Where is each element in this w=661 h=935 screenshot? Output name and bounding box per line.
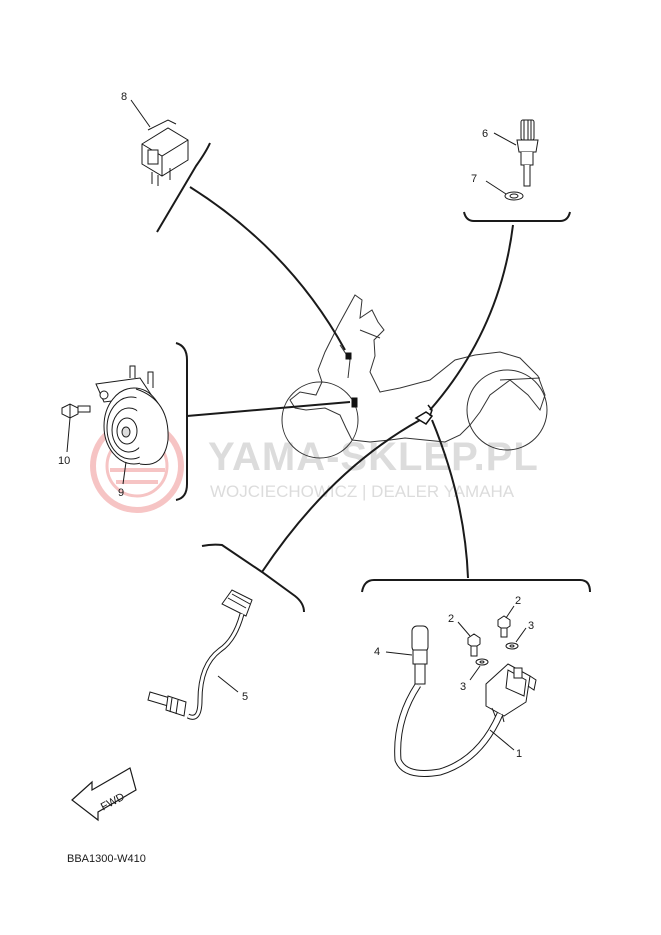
watermark-subtitle: WOJCIECHOWICZ | DEALER YAMAHA	[210, 482, 515, 501]
temp-sensor-part	[516, 119, 539, 187]
part-label-1: 1	[516, 748, 522, 760]
box-ignition-coil	[361, 579, 591, 593]
part-label-9: 9	[118, 487, 124, 499]
leader-ignition-coil	[431, 419, 469, 579]
part-label-4: 4	[374, 646, 380, 658]
part-label-3b: 3	[460, 681, 466, 693]
chassis-markers	[345, 352, 434, 425]
part-label-5: 5	[242, 691, 248, 703]
part-labels: 8 6 7 9 10 5 4 2 2 3 3 1	[58, 91, 534, 760]
part-label-10: 10	[58, 455, 70, 467]
motorcycle-outline	[281, 294, 548, 459]
part-label-6: 6	[482, 128, 488, 140]
box-switch	[201, 543, 305, 613]
marker-horn	[351, 397, 358, 408]
washer-parts	[475, 642, 519, 666]
leader-temp-sensor	[429, 224, 514, 411]
callout-pointers	[66, 99, 527, 751]
box-relay	[156, 142, 211, 233]
part-label-7: 7	[471, 173, 477, 185]
plug-cap-part	[411, 625, 429, 685]
part-label-2a: 2	[448, 613, 454, 625]
callout-boxes	[156, 142, 591, 613]
part-label-3a: 3	[528, 620, 534, 632]
bolt-part	[61, 403, 91, 419]
box-horn	[175, 342, 188, 501]
screw-parts	[467, 615, 511, 657]
part-label-8: 8	[121, 91, 127, 103]
diagram-code: BBA1300-W410	[67, 853, 146, 865]
leader-lines	[186, 186, 514, 579]
leader-switch	[261, 419, 421, 573]
ignition-coil-part	[394, 663, 537, 777]
leader-horn	[186, 401, 351, 417]
horn-part	[95, 365, 169, 465]
marker-relay	[345, 352, 352, 360]
switch-part	[147, 589, 253, 720]
relay-part	[141, 119, 189, 186]
leader-relay	[189, 186, 346, 351]
fwd-arrow: FWD	[71, 767, 137, 822]
box-temp-sensor	[463, 211, 571, 222]
marker-coil	[414, 411, 434, 425]
gasket-part	[504, 191, 524, 201]
part-label-2b: 2	[515, 595, 521, 607]
